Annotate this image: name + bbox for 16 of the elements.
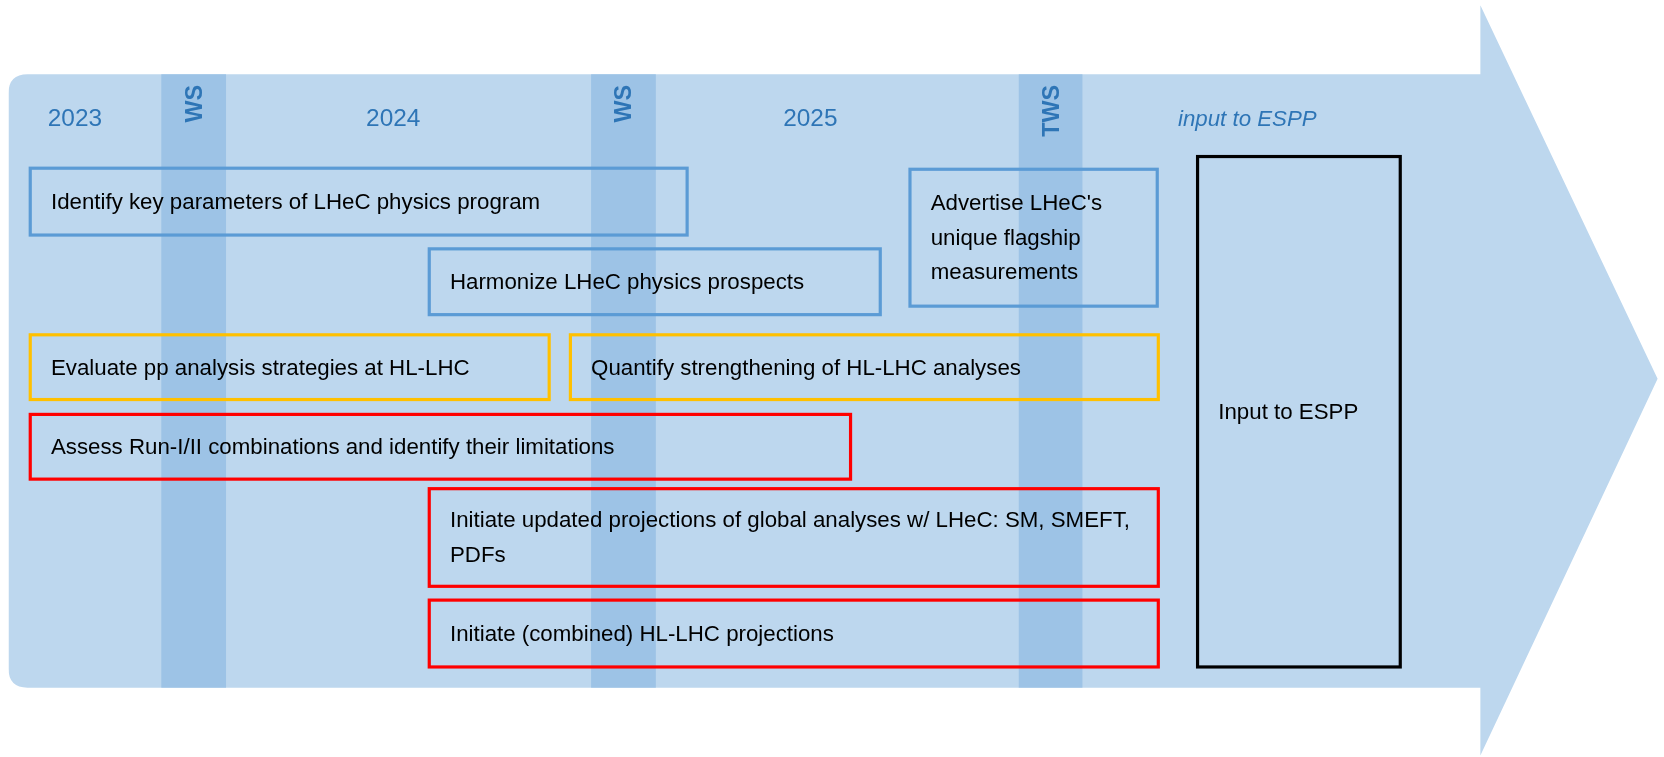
task-box: Quantify strengthening of HL-LHC analyses [568,333,1160,402]
task-box: Advertise LHeC's unique flagship measurements [908,167,1159,308]
workshop-label: WS [180,84,208,123]
task-box: Identify key parameters of LHeC physics program [28,166,689,237]
task-box: Evaluate pp analysis strategies at HL-LHC [28,333,551,402]
year-label: 2023 [47,104,103,133]
year-label: 2024 [366,104,421,133]
workshop-label: TWS [1037,84,1066,137]
task-box: Harmonize LHeC physics prospects [427,247,882,317]
task-box: Assess Run-I/II combinations and identify their limitations [28,412,853,481]
year-label: 2025 [783,104,838,133]
task-box: Input to ESPP [1195,154,1402,669]
task-box: Initiate (combined) HL-LHC projections [427,598,1160,669]
workshop-label: WS [610,84,638,123]
milestone-label: input to ESPP [1177,106,1317,132]
task-box: Initiate updated projections of global analyses w/ LHeC: SM, SMEFT, PDFs [427,487,1160,588]
